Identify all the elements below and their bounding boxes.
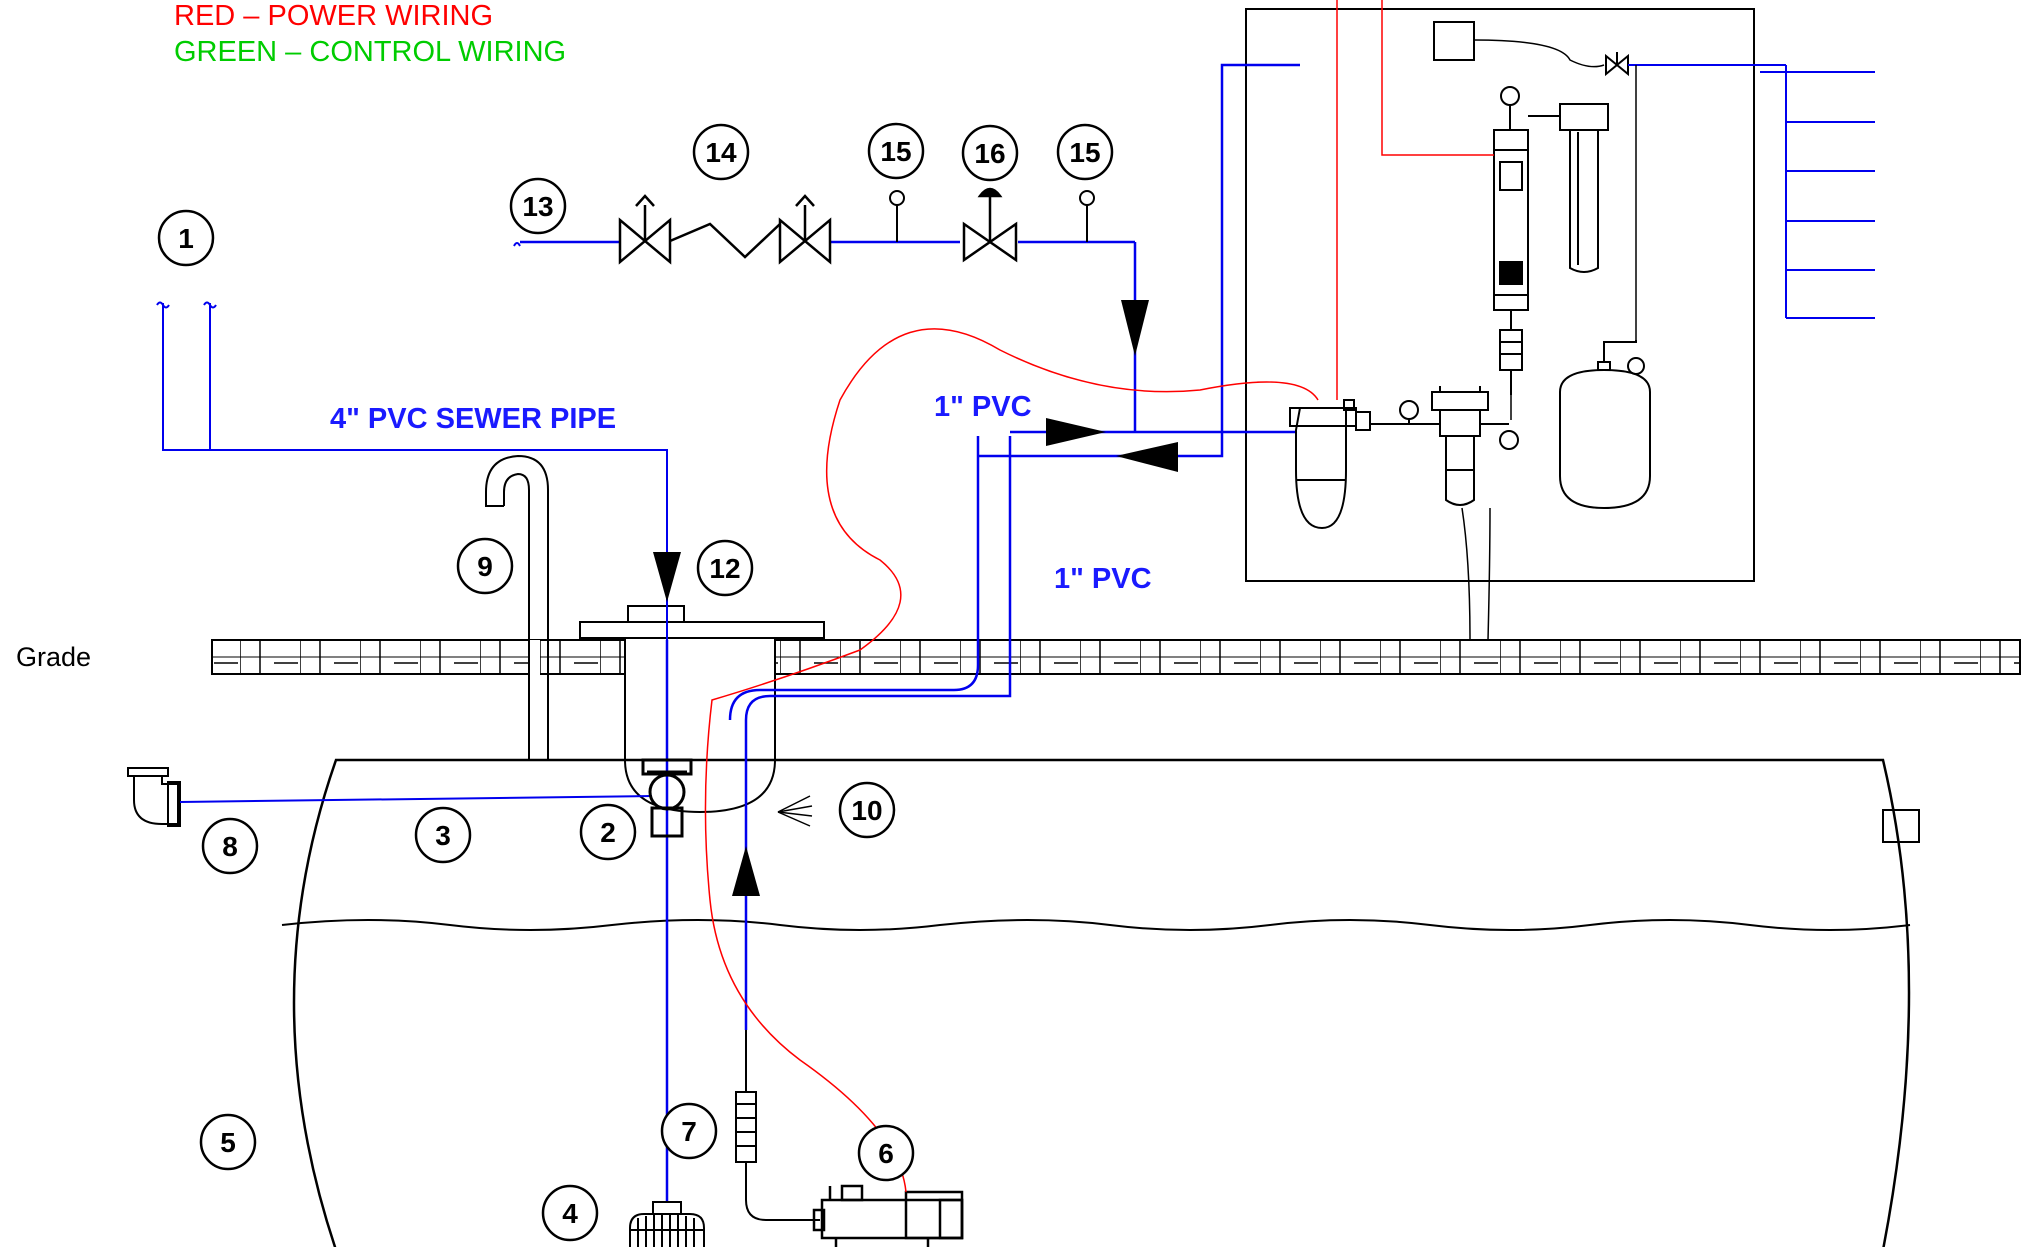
booster-pump [1289, 399, 1371, 530]
callout-1: 1 [157, 209, 215, 267]
callout-10: 10 [838, 781, 896, 839]
callout-2: 2 [579, 803, 637, 861]
flow-arrow-left [1116, 442, 1178, 472]
flow-arrow-right [1046, 418, 1106, 446]
callout-16: 16 [961, 124, 1019, 182]
spray-nozzle [777, 795, 813, 827]
legend-power-wiring: RED – POWER WIRING [174, 0, 494, 32]
callout-3: 3 [414, 806, 472, 864]
callout-4-text: 4 [562, 1198, 578, 1229]
water-level [281, 919, 1911, 931]
callout-15-right-text: 15 [1069, 137, 1100, 168]
callout-4: 4 [541, 1184, 599, 1242]
grade-surface [211, 639, 2021, 675]
solenoid-valve [1605, 52, 1629, 77]
sewer-pipe-label: 4" PVC SEWER PIPE [330, 403, 616, 435]
power-wiring [704, 0, 1494, 1193]
callout-6-text: 6 [878, 1138, 894, 1169]
pressure-gauge-left [889, 190, 905, 242]
callout-1-text: 1 [178, 223, 194, 254]
callout-13: 13 [509, 177, 567, 235]
callout-8: 8 [201, 817, 259, 875]
tank-riser [579, 605, 825, 814]
overflow-elbow [127, 767, 181, 827]
flow-arrow-up [732, 846, 760, 896]
callout-13-text: 13 [522, 191, 553, 222]
callout-15-left-text: 15 [880, 136, 911, 167]
pump-suction-line [735, 436, 1012, 1221]
callout-7: 7 [660, 1102, 718, 1160]
callout-8-text: 8 [222, 831, 238, 862]
callout-2-text: 2 [600, 817, 616, 848]
callout-15-left: 15 [867, 122, 925, 180]
sediment-filter [1370, 386, 1519, 506]
callout-10-text: 10 [851, 795, 882, 826]
callout-14-text: 14 [705, 137, 737, 168]
callout-15-right: 15 [1056, 123, 1114, 181]
cistern-tank [292, 758, 1911, 1247]
callout-7-text: 7 [681, 1116, 697, 1147]
grade-label: Grade [16, 642, 91, 672]
callout-16-text: 16 [974, 138, 1005, 169]
pvc-upper-label: 1" PVC [934, 391, 1032, 423]
uv-sterilizer [1493, 86, 1529, 395]
callout-9: 9 [456, 537, 514, 595]
callout-5-text: 5 [220, 1127, 236, 1158]
pump-discharge-line [728, 436, 980, 721]
pvc-lower-label: 1" PVC [1054, 563, 1152, 595]
tank-outlet-stub [1882, 809, 1920, 843]
cabinet-drain-lines [1461, 507, 1491, 641]
vent-pipe [485, 454, 549, 760]
callout-12: 12 [696, 539, 754, 597]
flow-arrow-down [653, 552, 681, 602]
callout-12-text: 12 [709, 553, 740, 584]
callout-14: 14 [692, 123, 750, 181]
overflow-pipe [179, 795, 653, 803]
callout-6: 6 [857, 1124, 915, 1182]
shutoff-valve [962, 187, 1018, 263]
return-pipe [978, 63, 1300, 458]
pressure-gauge-right [1079, 190, 1095, 242]
cartridge-filter [1528, 103, 1609, 273]
callout-3-text: 3 [435, 820, 451, 851]
flow-arrow-makeup [1121, 300, 1149, 356]
backflow-preventer [618, 194, 832, 265]
callout-9-text: 9 [477, 551, 493, 582]
distribution-manifold [1760, 65, 1875, 319]
callout-5: 5 [199, 1113, 257, 1171]
controller-box [1433, 21, 1605, 68]
equipment-cabinet [1245, 8, 1755, 582]
calming-inlet-filter [641, 758, 693, 838]
suction-strainer [629, 1201, 705, 1247]
pressure-tank [1559, 340, 1651, 510]
submersible-pump [812, 1184, 964, 1247]
legend-control-wiring: GREEN – CONTROL WIRING [174, 36, 567, 68]
downspout-inlets [156, 301, 668, 640]
